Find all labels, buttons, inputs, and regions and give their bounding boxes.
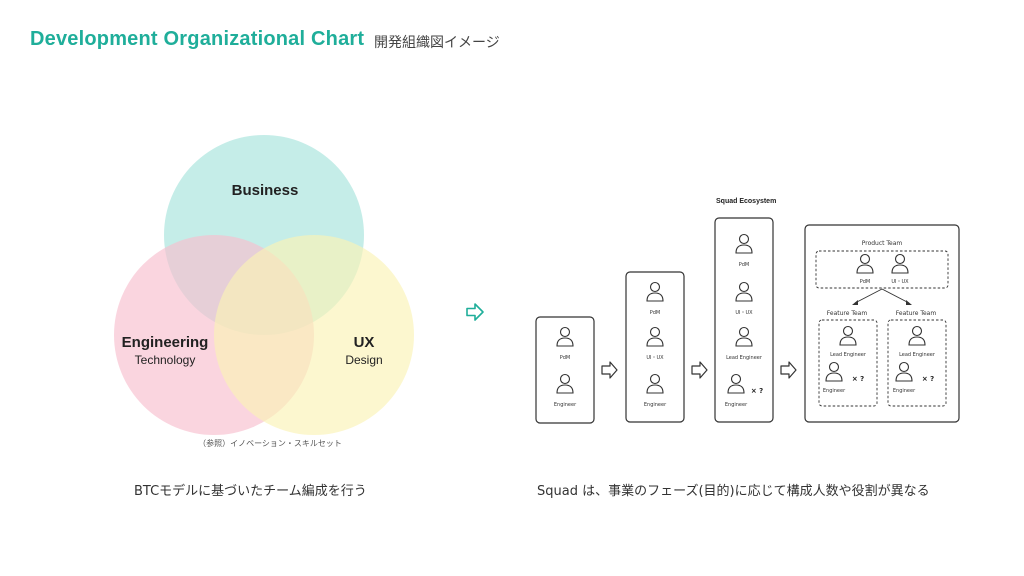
stage3-multiplier: × ? <box>751 387 763 395</box>
branch-line <box>854 288 883 304</box>
stage3-engineer-label: Engineer <box>725 402 748 408</box>
ft2-multiplier: × ? <box>922 375 934 383</box>
stage-arrow-icon <box>691 361 708 379</box>
reference-note: （参照）イノベーション・スキルセット <box>198 438 342 448</box>
feature-team-1-label: Feature Team <box>827 310 868 317</box>
ux-circle <box>214 235 414 435</box>
stage3-ui-label: UI・UX <box>735 310 753 316</box>
stage1-pdm-label: PdM <box>560 355 571 361</box>
business-label: Business <box>232 182 299 199</box>
transition-arrow-icon <box>466 303 484 321</box>
branch-line <box>881 288 910 304</box>
stage2-engineer-label: Engineer <box>644 402 667 408</box>
page-title: Development Organizational Chart <box>30 28 365 50</box>
stage-arrow-icon <box>601 361 618 379</box>
squad-ecosystem-title: Squad Ecosystem <box>716 198 776 205</box>
ft1-multiplier: × ? <box>852 375 864 383</box>
engineering-sublabel: Technology <box>135 353 196 367</box>
stage4-ui-label: UI・UX <box>891 279 909 285</box>
product-team-box <box>815 250 949 289</box>
ux-sublabel: Design <box>345 353 382 367</box>
stage3-pdm-label: PdM <box>739 262 750 268</box>
stage2-pdm-label: PdM <box>650 310 661 316</box>
feature-team-2-label: Feature Team <box>896 310 937 317</box>
ft2-engineer-label: Engineer <box>893 388 916 394</box>
product-team-label: Product Team <box>862 240 903 247</box>
stage-arrow-icon <box>780 361 797 379</box>
squad-stage-2: PdM UI・UX Engineer <box>625 271 685 423</box>
ft2-lead-label: Lead Engineer <box>899 352 936 358</box>
ft1-engineer-label: Engineer <box>823 388 846 394</box>
squad-stage-1: PdM Engineer <box>535 316 595 424</box>
arrowhead-icon <box>852 300 858 305</box>
squad-stage-3: PdM UI・UX Lead Engineer Engineer × ? <box>714 217 774 423</box>
page-subtitle: 開発組織図イメージ <box>374 35 500 51</box>
stage2-ui-label: UI・UX <box>646 355 664 361</box>
arrowhead-icon <box>906 300 912 305</box>
btc-caption: BTCモデルに基づいたチーム編成を行う <box>134 484 367 499</box>
squad-caption: Squad は、事業のフェーズ(目的)に応じて構成人数や役割が異なる <box>537 484 930 499</box>
ft1-lead-label: Lead Engineer <box>830 352 867 358</box>
btc-venn-diagram: Business Engineering Technology UX Desig… <box>114 135 414 448</box>
ux-label: UX <box>354 334 375 351</box>
engineering-label: Engineering <box>122 334 209 351</box>
stage1-engineer-label: Engineer <box>554 402 577 408</box>
squad-stage-4: Product Team PdM UI・UX Feature Team Feat… <box>804 224 960 423</box>
stage3-lead-label: Lead Engineer <box>726 355 763 361</box>
squad-ecosystem-diagram: Squad Ecosystem PdM Engineer PdM UI・UX E… <box>535 198 960 424</box>
feature-team-2-box <box>887 319 947 407</box>
stage4-pdm-label: PdM <box>860 279 871 285</box>
feature-team-1-box <box>818 319 878 407</box>
